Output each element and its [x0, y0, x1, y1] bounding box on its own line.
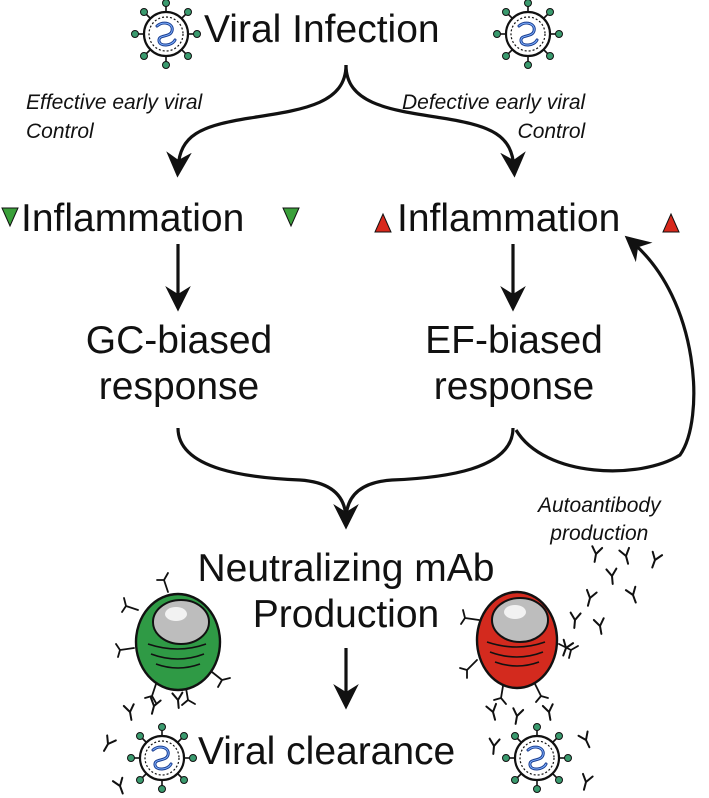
right-indicator-up-triangle-2 — [662, 212, 680, 233]
viral-clearance-label: Viral clearance — [198, 730, 456, 773]
right-branch-line2: Control — [517, 120, 586, 143]
gc-line1: GC-biased — [85, 319, 273, 362]
b-cell-green-icon — [115, 572, 231, 706]
left-indicator-down-triangle-1 — [1, 207, 19, 228]
right-indicator-up-triangle-1 — [374, 212, 392, 233]
merge-left — [176, 427, 348, 521]
autoantibody-label: Autoantibody production — [538, 492, 661, 548]
fork-top-right — [344, 64, 526, 178]
left-branch-line1: Effective early viral — [26, 91, 203, 114]
ef-response-label: EF-biased response — [394, 318, 634, 410]
right-inflammation-label: Inflammation — [397, 197, 621, 240]
left-branch-line2: Control — [26, 120, 94, 143]
feedback-arrow — [514, 235, 696, 473]
mab-line1: Neutralizing mAb — [197, 547, 495, 590]
right-branch-line1: Defective early viral — [402, 91, 586, 114]
title-viral-infection: Viral Infection — [204, 8, 440, 51]
ef-line1: EF-biased — [425, 319, 603, 362]
left-branch-label: Effective early viral Control — [26, 88, 202, 146]
fork-top-left — [166, 64, 348, 178]
left-indicator-down-triangle-2 — [282, 207, 300, 228]
ef-line2: response — [433, 365, 595, 409]
mab-production-label: Neutralizing mAb Production — [166, 546, 526, 638]
virus-icon-bottom-left — [126, 722, 198, 794]
virus-icon-bottom-right — [501, 722, 573, 794]
right-branch-label: Defective early viral Control — [402, 88, 585, 146]
left-inflammation-label: Inflammation — [21, 197, 245, 240]
virus-icon-top-left — [130, 0, 202, 70]
gc-response-label: GC-biased response — [54, 318, 304, 410]
merge-right — [333, 427, 515, 530]
gc-line2: response — [98, 365, 260, 409]
autoantibody-line2: production — [550, 522, 649, 545]
virus-icon-top-right — [492, 0, 564, 70]
autoantibody-line1: Autoantibody — [538, 494, 661, 517]
b-cell-red-icon — [459, 590, 579, 705]
mab-line2: Production — [252, 593, 440, 637]
